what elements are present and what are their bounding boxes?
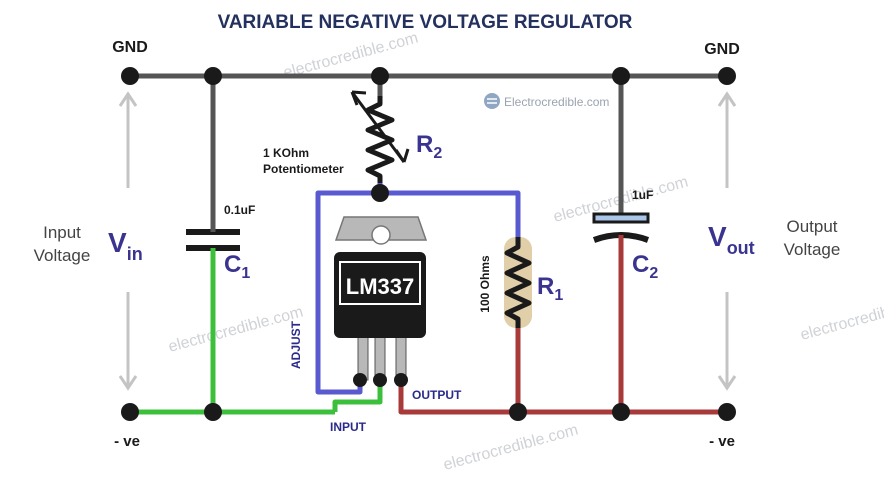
c1-name: C1 — [224, 251, 250, 282]
r1-name: R1 — [537, 273, 563, 304]
watermark-3: electrocredible.com — [167, 304, 305, 356]
nodes — [121, 67, 736, 421]
terminal-neg-left — [121, 403, 139, 421]
vout-symbol: Vout — [708, 221, 755, 258]
neg-left-label: - ve — [114, 433, 140, 450]
terminal-gnd-right — [718, 67, 736, 85]
c1-value: 0.1uF — [224, 203, 255, 217]
vin-symbol: Vin — [108, 227, 143, 264]
junction-output-c2 — [612, 403, 630, 421]
diagram-title: VARIABLE NEGATIVE VOLTAGE REGULATOR — [218, 12, 633, 33]
junction-gnd-r2 — [371, 67, 389, 85]
input-label-line2: Voltage — [34, 246, 91, 265]
resistor-r1 — [504, 237, 532, 328]
c2-value: 1uF — [632, 188, 653, 202]
brand-logo-mark — [487, 98, 497, 104]
c2-name: C2 — [632, 251, 658, 282]
ic-pin-adjust — [353, 373, 367, 387]
input-label-line1: Input — [43, 223, 81, 242]
junction-adjust-r2 — [371, 184, 389, 202]
potentiometer-r2 — [350, 90, 410, 183]
ic-lm337: LM337 — [334, 216, 428, 387]
gnd-right-label: GND — [704, 41, 740, 58]
adjust-pin-label: ADJUST — [289, 320, 303, 369]
ic-pin-output — [394, 373, 408, 387]
wire-input — [130, 266, 383, 415]
r2-name: R2 — [416, 131, 442, 162]
output-voltage-arrow — [717, 91, 737, 391]
terminal-gnd-left — [121, 67, 139, 85]
ic-pin-input — [373, 373, 387, 387]
gnd-left-label: GND — [112, 39, 148, 56]
brand-logo: Electrocredible.com — [484, 93, 609, 109]
brand-logo-icon — [484, 93, 500, 109]
output-pin-label: OUTPUT — [412, 388, 462, 402]
junction-gnd-c2 — [612, 67, 630, 85]
r1-value: 100 Ohms — [478, 255, 492, 313]
output-label-line1: Output — [786, 217, 837, 236]
r2-value-line2: Potentiometer — [263, 162, 344, 176]
watermark-4: electrocredible.com — [442, 422, 580, 474]
capacitor-c1 — [186, 214, 240, 266]
input-voltage-arrow — [118, 91, 138, 391]
neg-right-label: - ve — [709, 433, 735, 450]
output-label-line2: Voltage — [784, 240, 841, 259]
wire-output — [398, 245, 727, 415]
junction-gnd-c1 — [204, 67, 222, 85]
input-pin-label: INPUT — [330, 420, 367, 434]
brand-logo-text: Electrocredible.com — [504, 95, 609, 109]
ic-label: LM337 — [346, 274, 414, 299]
capacitor-c2 — [592, 212, 650, 245]
watermark-5: electrocredible.com — [799, 292, 884, 344]
terminal-neg-right — [718, 403, 736, 421]
junction-input-c1 — [204, 403, 222, 421]
junction-output-r1 — [509, 403, 527, 421]
r2-value-line1: 1 KOhm — [263, 146, 309, 160]
